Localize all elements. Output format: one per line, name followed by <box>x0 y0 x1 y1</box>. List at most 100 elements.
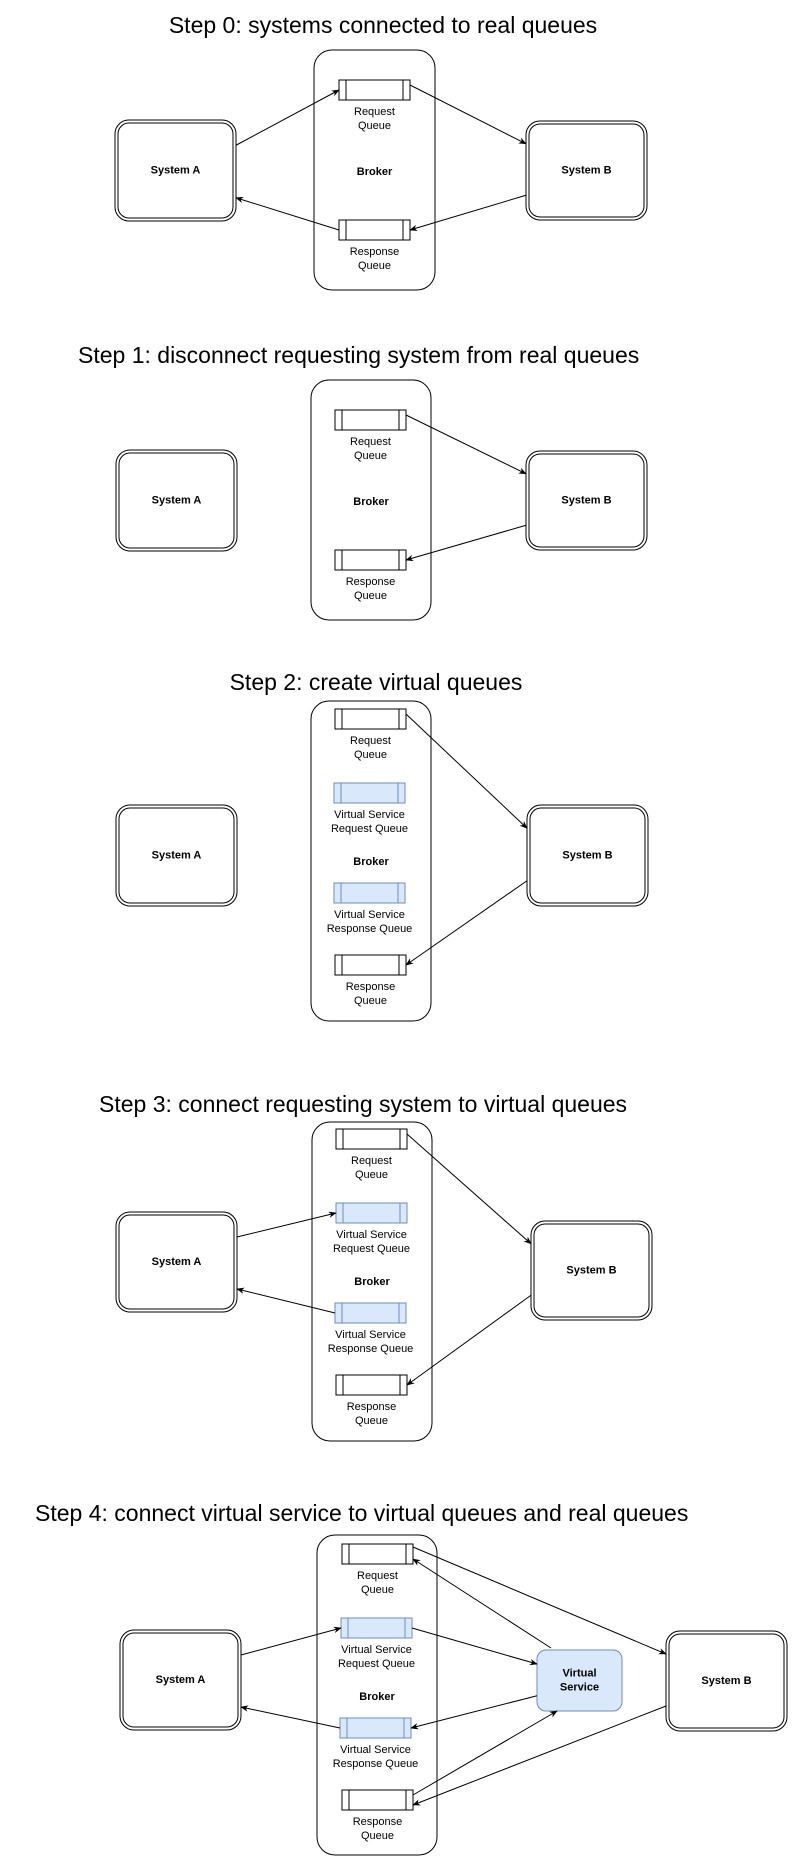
step-1-title: Step 1: disconnect requesting system fro… <box>78 342 639 368</box>
step-2-group: Step 2: create virtual queuesBrokerReque… <box>115 669 649 1022</box>
system-b[interactable]: System B <box>526 804 649 907</box>
response-queue-label-line-1: Response <box>353 1816 403 1828</box>
arrow-vs-response-queue-to-system-a <box>240 1705 341 1729</box>
vs-response-queue-label-line-2: Response Queue <box>327 923 413 935</box>
vs-response-queue-label-line-1: Virtual Service <box>340 1744 411 1756</box>
system-a-inner-border <box>118 452 235 549</box>
step-3-group: Step 3: connect requesting system to vir… <box>99 1091 653 1442</box>
system-b[interactable]: System B <box>525 450 648 551</box>
vs-request-queue-body <box>335 1202 408 1224</box>
vs-response-queue-body <box>339 1717 412 1739</box>
system-a-outer-border <box>115 1211 238 1313</box>
system-a-label: System A <box>152 494 202 506</box>
request-queue-label-line-2: Queue <box>361 1584 394 1596</box>
broker-container <box>311 1121 433 1442</box>
vs-request-queue-label-line-2: Request Queue <box>333 1243 410 1255</box>
arrow-system-b-to-response-queue <box>412 1705 667 1806</box>
broker-label: Broker <box>353 856 389 868</box>
arrow-request-queue-to-system-b <box>409 84 527 145</box>
system-a[interactable]: System A <box>115 804 238 907</box>
system-a-inner-border <box>118 1214 235 1310</box>
broker-container <box>310 700 432 1022</box>
request-queue-label-line-1: Request <box>354 106 395 118</box>
request-queue-body <box>334 409 407 431</box>
response-queue-body <box>338 219 411 241</box>
arrow-system-a-to-request-queue <box>235 89 340 146</box>
vs-request-queue-body <box>333 782 406 804</box>
system-b-outer-border <box>525 120 648 221</box>
arrow-system-b-to-response-queue <box>405 524 527 562</box>
arrow-system-a-to-vs-request-queue <box>236 1211 337 1238</box>
system-a[interactable]: System A <box>119 1629 242 1731</box>
system-a-outer-border <box>115 804 238 907</box>
system-b-label: System B <box>566 1264 616 1276</box>
system-a-label: System A <box>152 849 202 861</box>
system-b[interactable]: System B <box>665 1630 788 1732</box>
arrow-system-b-to-response-queue <box>405 880 528 966</box>
request-queue-label-line-1: Request <box>350 735 391 747</box>
request-queue-body <box>341 1543 414 1565</box>
arrow-response-queue-to-system-a <box>235 196 340 231</box>
system-b[interactable]: System B <box>525 120 648 221</box>
response-queue-label-line-2: Queue <box>355 1415 388 1427</box>
system-b-outer-border <box>665 1630 788 1732</box>
system-a[interactable]: System A <box>115 449 238 552</box>
arrow-request-queue-to-system-b <box>406 1133 532 1245</box>
response-queue-label-line-1: Response <box>346 981 396 993</box>
arrow-request-queue-to-system-b <box>405 414 527 475</box>
system-a-outer-border <box>114 119 237 222</box>
system-a-label: System A <box>152 1256 202 1268</box>
system-b-outer-border <box>525 450 648 551</box>
virtual-service-label-line-2: Service <box>560 1681 599 1693</box>
system-b-inner-border <box>529 807 646 904</box>
system-a[interactable]: System A <box>115 1211 238 1313</box>
step-0-group: Step 0: systems connected to real queues… <box>114 12 648 291</box>
virtual-service-box <box>536 1649 623 1712</box>
arrow-virtual-service-to-request-queue <box>412 1558 552 1649</box>
broker-label: Broker <box>353 496 389 508</box>
request-queue-label-line-2: Queue <box>354 450 387 462</box>
system-a-outer-border <box>119 1629 242 1731</box>
system-b-label: System B <box>561 164 611 176</box>
virtual-service-label-line-1: Virtual <box>562 1667 596 1679</box>
system-b-outer-border <box>526 804 649 907</box>
vs-response-queue-label-line-1: Virtual Service <box>334 909 405 921</box>
arrow-request-queue-to-system-b <box>405 713 528 829</box>
system-a-inner-border <box>122 1632 239 1728</box>
response-queue-label-line-1: Response <box>346 576 396 588</box>
step-1-group: Step 1: disconnect requesting system fro… <box>78 342 648 621</box>
system-b-label: System B <box>561 494 611 506</box>
arrow-request-queue-to-system-b <box>412 1546 667 1655</box>
vs-response-queue-label-line-2: Response Queue <box>333 1758 419 1770</box>
broker-label: Broker <box>357 166 393 178</box>
system-a[interactable]: System A <box>114 119 237 222</box>
response-queue-label-line-2: Queue <box>358 260 391 272</box>
system-b[interactable]: System B <box>530 1220 653 1321</box>
system-a-label: System A <box>151 164 201 176</box>
system-a-inner-border <box>118 807 235 904</box>
request-queue-body <box>338 79 411 101</box>
system-a-outer-border <box>115 449 238 552</box>
vs-request-queue-body <box>340 1617 413 1639</box>
step-3-title: Step 3: connect requesting system to vir… <box>99 1091 627 1117</box>
